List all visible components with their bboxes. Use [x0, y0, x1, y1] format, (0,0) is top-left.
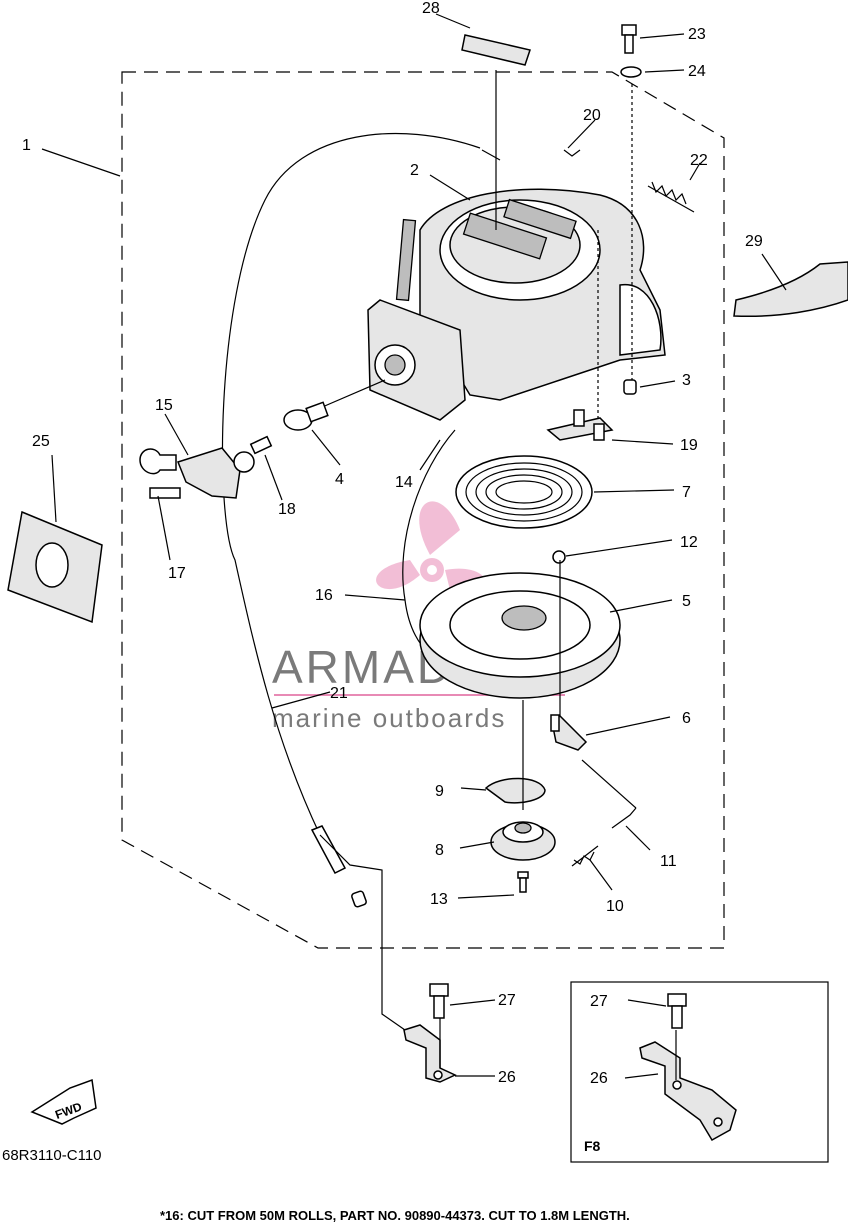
callout-23: 23: [688, 26, 706, 43]
callout-15: 15: [155, 397, 173, 414]
callout-16: 16: [315, 587, 333, 604]
callout-21: 21: [330, 685, 348, 702]
callout-1: 1: [22, 137, 31, 154]
screw-13: [517, 871, 529, 893]
callout-18: 18: [278, 501, 296, 518]
callout-25: 25: [32, 433, 50, 450]
diagram-code: 68R3110-C110: [2, 1147, 102, 1164]
spiral-spring: [455, 455, 593, 529]
cable-end-fitting: [310, 825, 347, 874]
lever-assembly: [139, 435, 273, 499]
callout-17: 17: [168, 565, 186, 582]
callout-12: 12: [680, 534, 698, 551]
inset-frame: [570, 981, 829, 1163]
inset-bolt: [667, 993, 687, 1029]
collar: [623, 379, 637, 395]
callout-6: 6: [682, 710, 691, 727]
callout-8: 8: [435, 842, 444, 859]
bracket-26: [403, 1024, 457, 1083]
callout-27: 27: [498, 992, 516, 1009]
callout-7: 7: [682, 484, 691, 501]
inset-label: F8: [584, 1138, 601, 1154]
callout-22: 22: [690, 152, 708, 169]
return-spring: [571, 845, 599, 867]
label-28: [461, 34, 531, 66]
starter-housing: [367, 188, 666, 421]
friction-plate: [484, 777, 546, 804]
footnote: *16: CUT FROM 50M ROLLS, PART NO. 90890-…: [160, 1208, 630, 1223]
callouts: 1 2 3 4 5 6 7 8 9 10 11 12 13 14 15 16 1…: [22, 0, 763, 1087]
drive-plate: [490, 821, 556, 861]
callout-5: 5: [682, 593, 691, 610]
callout-3: 3: [682, 372, 691, 389]
callout-28: 28: [422, 0, 440, 17]
inset-bracket: [639, 1041, 737, 1142]
decal-29: [733, 261, 848, 318]
callout-26: 26: [498, 1069, 516, 1086]
washer-24: [620, 66, 642, 78]
pulley: [419, 572, 621, 699]
callout-24: 24: [688, 63, 706, 80]
callout-29: 29: [745, 233, 763, 250]
leader-lines: [41, 13, 787, 1080]
callout-11: 11: [660, 853, 677, 870]
spring-clip: [611, 807, 637, 829]
callout-26-inset: 26: [590, 1070, 608, 1087]
starter-cable: [221, 132, 481, 836]
fwd-arrow: FWD: [30, 1078, 97, 1125]
callout-2: 2: [410, 162, 419, 179]
bolt-23: [621, 24, 637, 54]
callout-9: 9: [435, 783, 444, 800]
callout-20: 20: [583, 107, 601, 124]
bolt-27: [429, 983, 449, 1019]
callout-13: 13: [430, 891, 448, 908]
cable-bracket: [283, 401, 329, 431]
clip-12: [552, 550, 566, 564]
callout-19: 19: [680, 437, 698, 454]
callout-27-inset: 27: [590, 993, 608, 1010]
watermark-tagline: marine outboards: [272, 703, 506, 733]
callout-4: 4: [335, 471, 344, 488]
rubber-seal: [7, 510, 103, 624]
assembly-frame: [121, 71, 725, 949]
callout-14: 14: [395, 474, 413, 491]
callout-10: 10: [606, 898, 624, 915]
spring-22: [647, 181, 695, 213]
